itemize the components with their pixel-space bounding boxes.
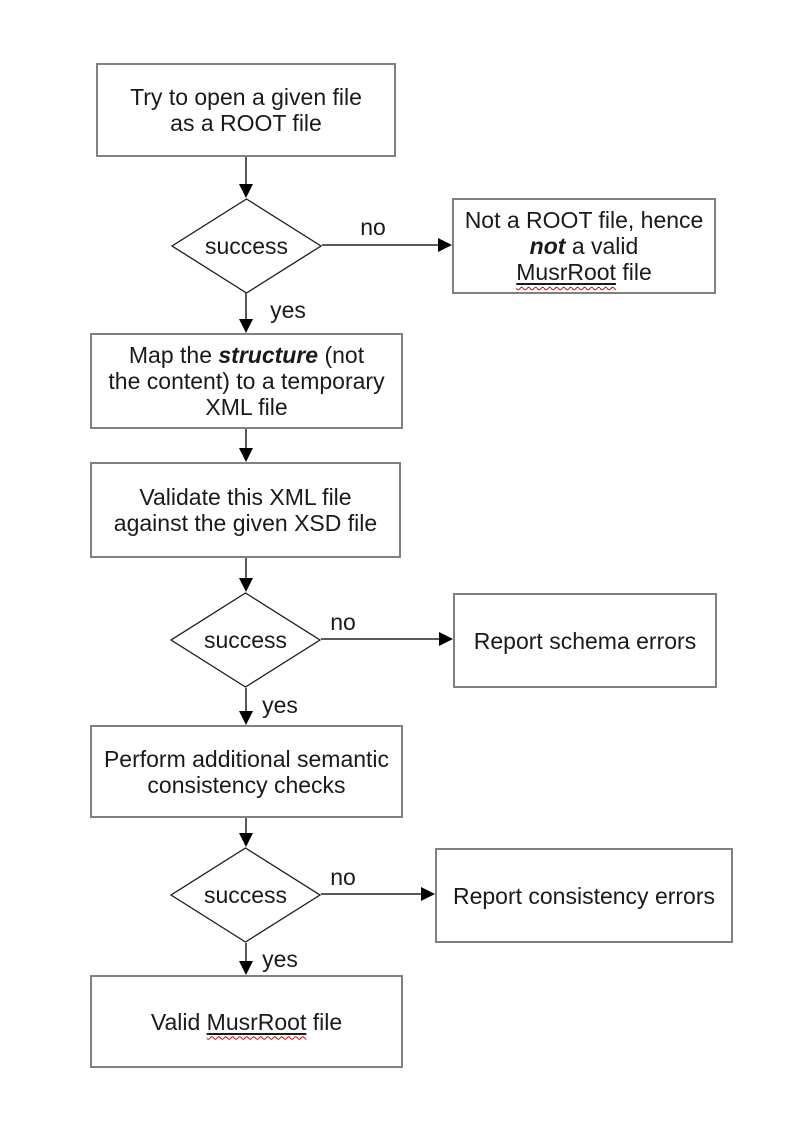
underlined-word: MusrRoot [206, 1008, 307, 1035]
result-box-text: Report schema errors [474, 628, 696, 654]
connector-line-down-1 [245, 157, 247, 186]
box-line: Not a ROOT file, hence [464, 207, 704, 233]
decision-diamond-schema-success: success [170, 592, 321, 688]
decision-diamond-open-success: success [171, 198, 322, 294]
result-box-valid-musrroot-file: Valid MusrRoot file [90, 975, 403, 1068]
diamond-shape-icon [170, 592, 321, 688]
box-line: Valid [150, 1008, 207, 1035]
decision-label: success [203, 882, 288, 908]
connector-line-no-1 [322, 244, 440, 246]
underlined-word: MusrRoot [516, 259, 616, 285]
arrowhead-right-icon [438, 238, 452, 252]
connector-line-down-2 [245, 429, 247, 450]
connector-line-yes-1 [245, 293, 247, 321]
connector-line-yes-3 [245, 943, 247, 963]
box-line: Map the [128, 342, 219, 368]
box-line: consistency checks [147, 771, 346, 798]
box-line: file [615, 259, 652, 285]
box-line: the content) to a temporary [108, 368, 385, 394]
arrowhead-down-icon [239, 711, 253, 725]
box-line: file [306, 1008, 343, 1035]
box-line: Report schema errors [473, 627, 697, 654]
connector-line-no-3 [321, 893, 423, 895]
edge-label-yes-3: yes [262, 946, 298, 972]
box-line: (not [318, 342, 365, 368]
arrowhead-down-icon [239, 578, 253, 592]
result-box-text: Valid MusrRoot file [151, 1009, 342, 1035]
result-box-report-schema-errors: Report schema errors [453, 593, 717, 688]
box-line: Try to open a given file [130, 84, 362, 110]
emphasized-word: not [529, 233, 566, 259]
decision-diamond-consistency-success: success [170, 847, 321, 943]
decision-label: success [203, 627, 288, 653]
arrowhead-down-icon [239, 961, 253, 975]
decision-label: success [204, 233, 289, 259]
result-box-text: Report consistency errors [453, 883, 715, 909]
result-box-report-consistency-errors: Report consistency errors [435, 848, 733, 943]
arrowhead-down-icon [239, 319, 253, 333]
connector-line-down-4 [245, 818, 247, 835]
diamond-shape-icon [170, 847, 321, 943]
box-line: Perform additional semantic [103, 745, 390, 772]
arrowhead-right-icon [439, 632, 453, 646]
edge-label-no-3: no [330, 864, 356, 890]
edge-label-yes-1: yes [270, 297, 306, 323]
box-line: XML file [205, 394, 288, 420]
arrowhead-down-icon [239, 833, 253, 847]
box-line: Validate this XML file [139, 484, 352, 510]
spellcheck-underline: MusrRoot [516, 259, 616, 285]
spellcheck-underline: MusrRoot [207, 1009, 307, 1035]
arrowhead-down-icon [239, 184, 253, 198]
edge-label-yes-2: yes [262, 692, 298, 718]
arrowhead-right-icon [421, 887, 435, 901]
connector-line-no-2 [321, 638, 441, 640]
box-line: against the given XSD file [113, 510, 378, 536]
box-line: Report consistency errors [452, 882, 716, 909]
connector-line-down-3 [245, 558, 247, 580]
box-line: as a ROOT file [170, 110, 322, 136]
edge-label-no-1: no [360, 214, 386, 240]
arrowhead-down-icon [239, 448, 253, 462]
emphasized-word: structure [218, 342, 319, 368]
box-line: a valid [565, 233, 639, 259]
connector-line-yes-2 [245, 688, 247, 713]
edge-label-no-2: no [330, 609, 356, 635]
